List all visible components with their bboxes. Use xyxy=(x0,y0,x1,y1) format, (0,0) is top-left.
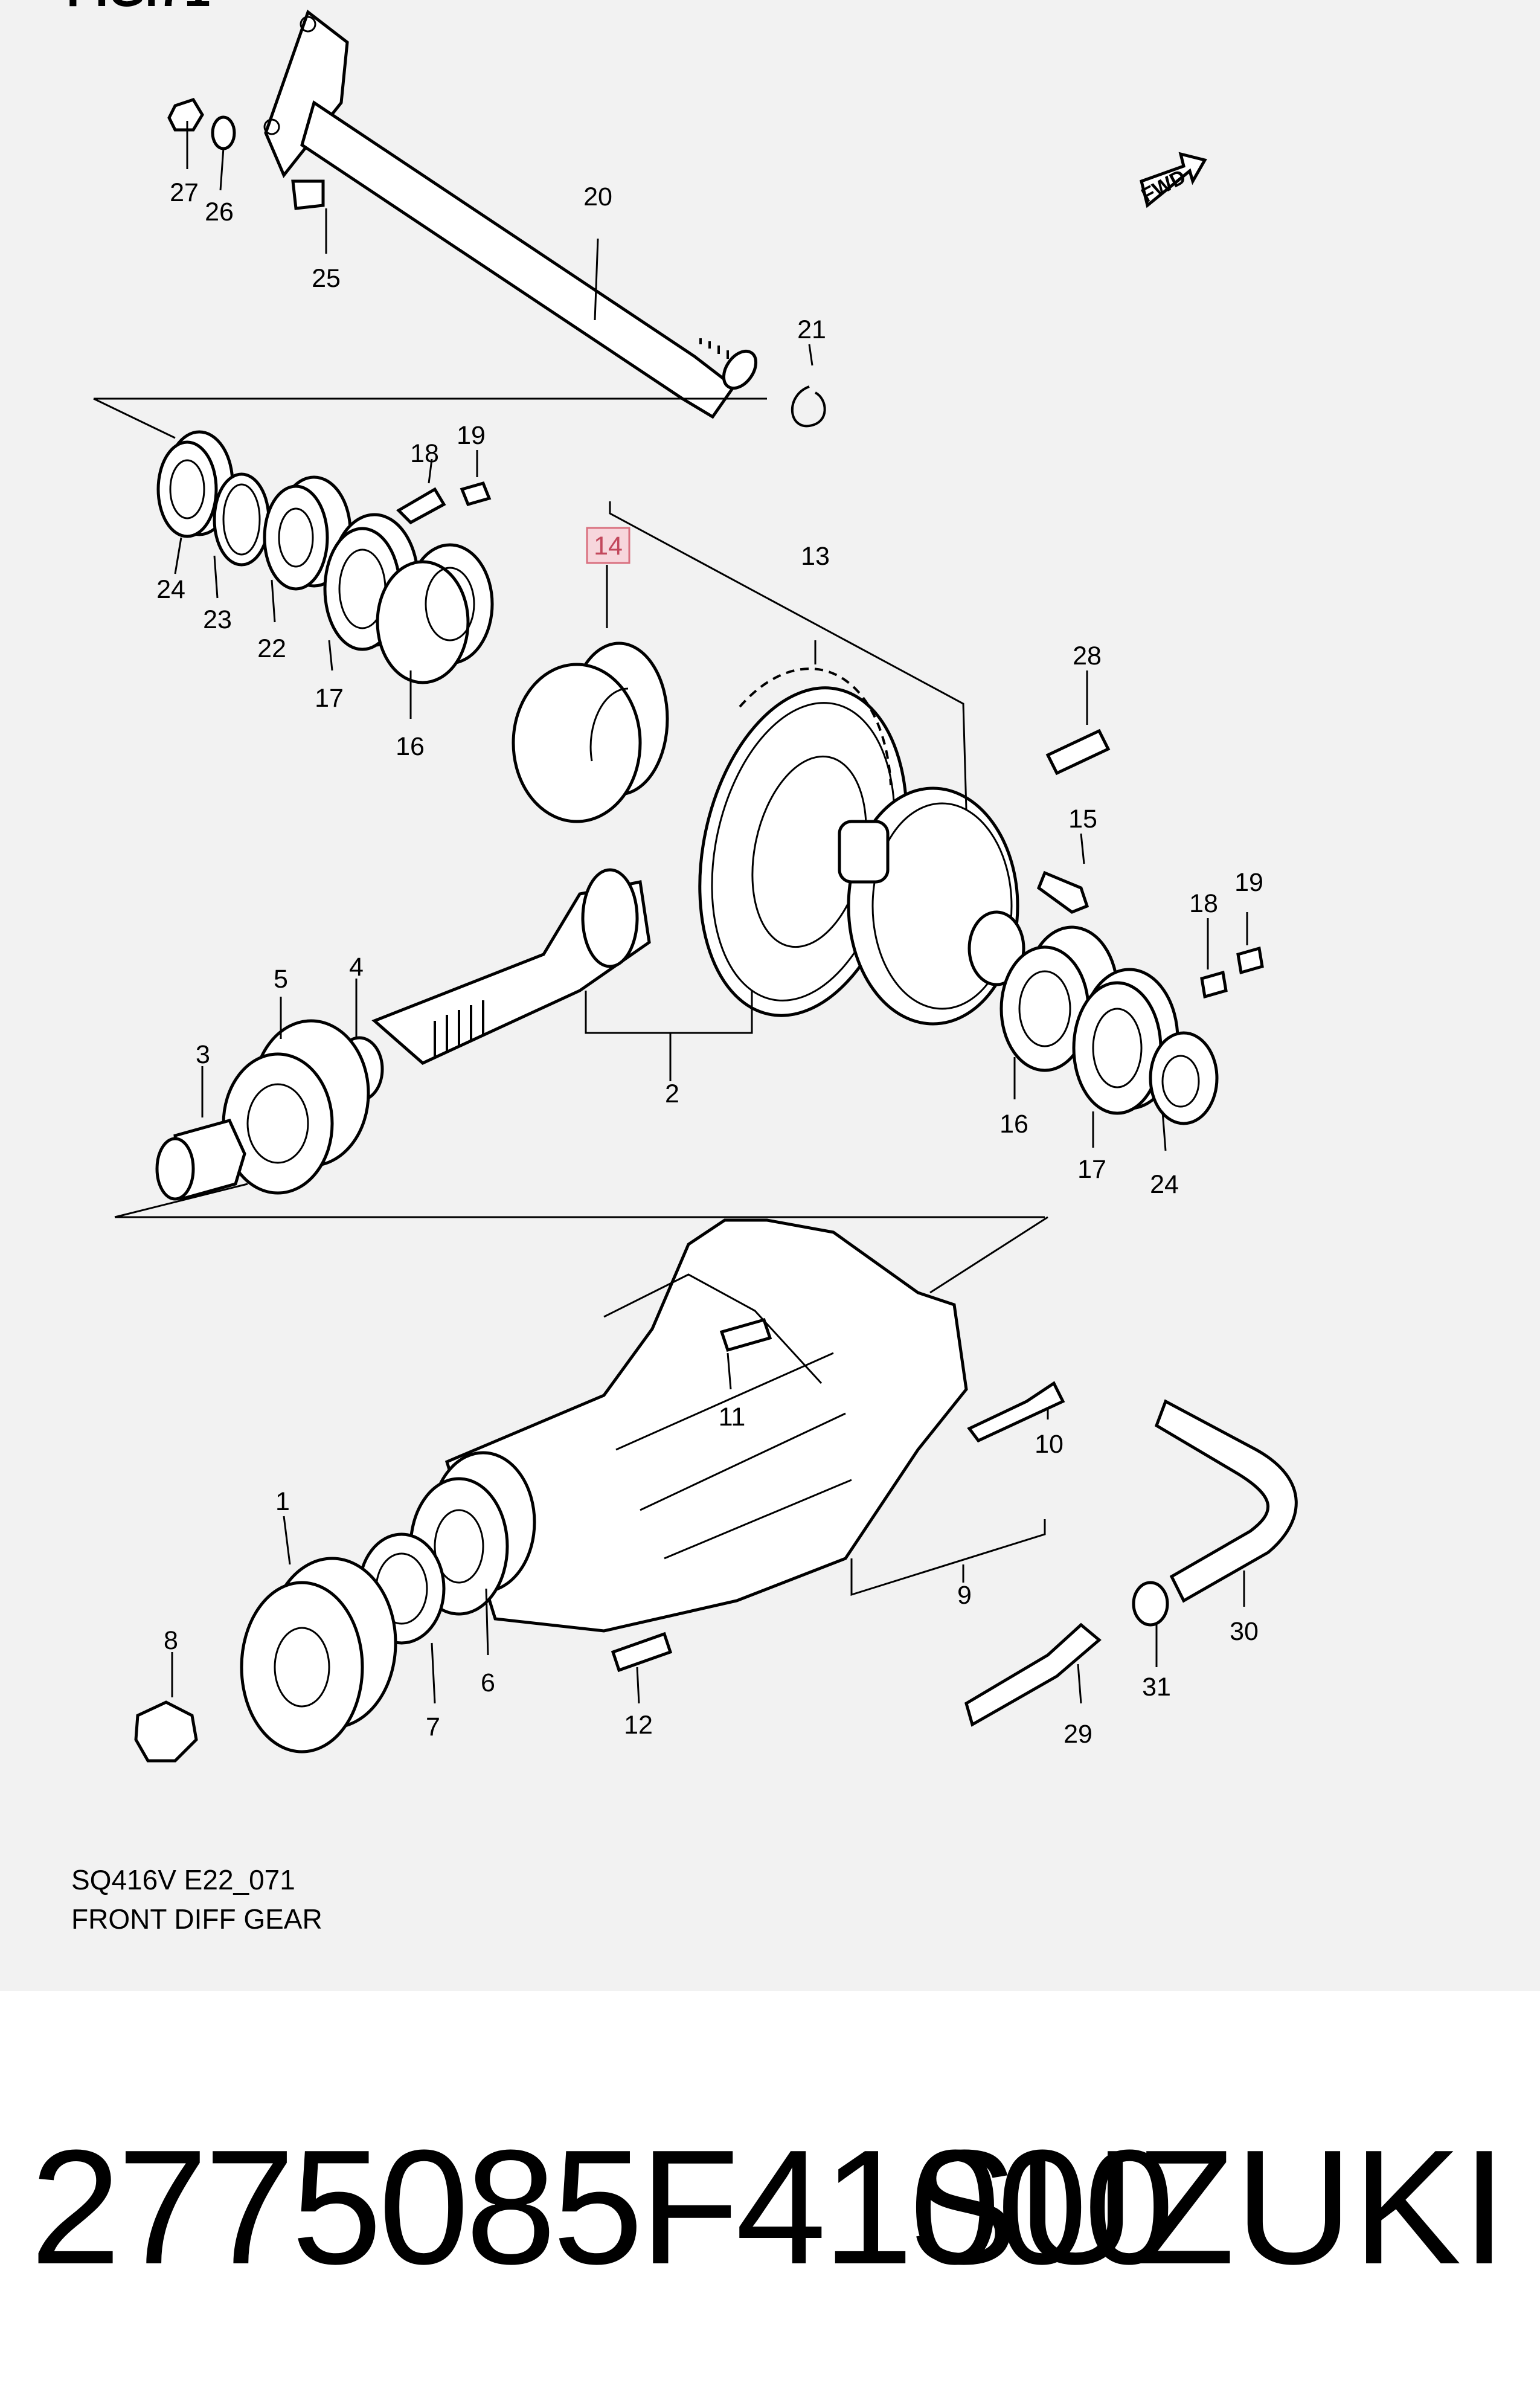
callout-16-right: 16 xyxy=(999,1110,1028,1139)
bolt-19-right xyxy=(1236,946,1264,975)
shim-14 xyxy=(512,641,669,823)
callout-19-right: 19 xyxy=(1234,868,1263,897)
diagram-code: SQ416V E22_071 xyxy=(71,1864,295,1895)
breather-hose-30 xyxy=(1154,1399,1298,1603)
callout-17-right: 17 xyxy=(1077,1155,1106,1184)
retaining-ring-upper xyxy=(213,472,271,567)
bolt-11 xyxy=(719,1317,772,1352)
callout-27: 27 xyxy=(170,178,199,207)
washer xyxy=(211,115,236,150)
circlip xyxy=(791,385,826,428)
callout-4: 4 xyxy=(349,953,364,982)
callout-14-highlight[interactable]: 14 xyxy=(586,527,630,564)
lock-plate-upper xyxy=(396,481,492,525)
oil-seal-upper xyxy=(156,430,234,538)
diff-case xyxy=(838,786,1025,1026)
bolt-28 xyxy=(1045,728,1111,776)
axle-shaft xyxy=(263,9,758,419)
diagram-panel: FIG.71 FWD xyxy=(0,0,1540,1991)
callout-29: 29 xyxy=(1064,1720,1092,1749)
clamp-31 xyxy=(1132,1581,1169,1627)
lock-plate-right xyxy=(1200,970,1228,999)
bolt-10 xyxy=(967,1381,1065,1443)
callout-1: 1 xyxy=(275,1487,290,1516)
callout-13: 13 xyxy=(801,542,830,571)
callout-16-upper: 16 xyxy=(396,732,425,761)
exploded-parts-diagram: FIG.71 FWD xyxy=(66,0,1298,1763)
callout-21: 21 xyxy=(797,315,826,344)
callout-18-upper: 18 xyxy=(410,439,439,468)
callout-23: 23 xyxy=(203,605,232,634)
callout-11: 11 xyxy=(719,1403,746,1432)
diagram-title: FRONT DIFF GEAR xyxy=(71,1903,322,1935)
fwd-arrow-icon: FWD xyxy=(1138,152,1207,208)
companion-flange-1 xyxy=(240,1557,397,1754)
spacer-3 xyxy=(155,1119,246,1201)
callout-31: 31 xyxy=(1142,1673,1171,1702)
callout-26: 26 xyxy=(205,198,234,227)
hub-bolt xyxy=(291,179,325,210)
fwd-label: FWD xyxy=(1138,165,1190,207)
pinion-nut-8 xyxy=(134,1700,198,1763)
callout-18-right: 18 xyxy=(1189,889,1218,918)
brand-name: SUZUKI xyxy=(908,2117,1507,2298)
leader-lines xyxy=(93,121,1248,1704)
callout-7: 7 xyxy=(426,1712,440,1741)
breather-plug-29 xyxy=(964,1622,1102,1727)
oil-seal-right xyxy=(1149,1031,1219,1125)
callout-22: 22 xyxy=(257,634,286,663)
callout-24-upper: 24 xyxy=(156,575,185,604)
bolt-15 xyxy=(1036,870,1089,914)
callout-3: 3 xyxy=(196,1040,210,1069)
callout-19-upper: 19 xyxy=(457,421,486,450)
callout-25: 25 xyxy=(312,264,341,293)
pinion-bearing-5 xyxy=(222,1019,370,1195)
callout-17-upper: 17 xyxy=(315,684,344,713)
drive-pinion xyxy=(371,868,651,1065)
callout-20: 20 xyxy=(583,182,612,211)
bolt-12 xyxy=(611,1632,673,1673)
callout-6: 6 xyxy=(481,1668,495,1697)
nut xyxy=(167,97,204,132)
callout-5: 5 xyxy=(274,965,288,994)
callout-30: 30 xyxy=(1230,1617,1259,1646)
callout-15: 15 xyxy=(1068,805,1097,834)
callout-8: 8 xyxy=(164,1626,178,1655)
side-bearing-upper xyxy=(376,543,494,684)
callout-9: 9 xyxy=(957,1581,972,1610)
callout-14[interactable]: 14 xyxy=(594,532,623,561)
part-number: 2775085F41000 xyxy=(30,2117,1175,2298)
callout-2: 2 xyxy=(665,1079,679,1108)
callout-10: 10 xyxy=(1035,1430,1064,1459)
figure-title: FIG.71 xyxy=(66,0,210,16)
callout-12: 12 xyxy=(624,1711,653,1740)
callout-24-right: 24 xyxy=(1150,1170,1179,1199)
diff-housing xyxy=(444,1218,968,1633)
callout-28: 28 xyxy=(1073,641,1102,670)
